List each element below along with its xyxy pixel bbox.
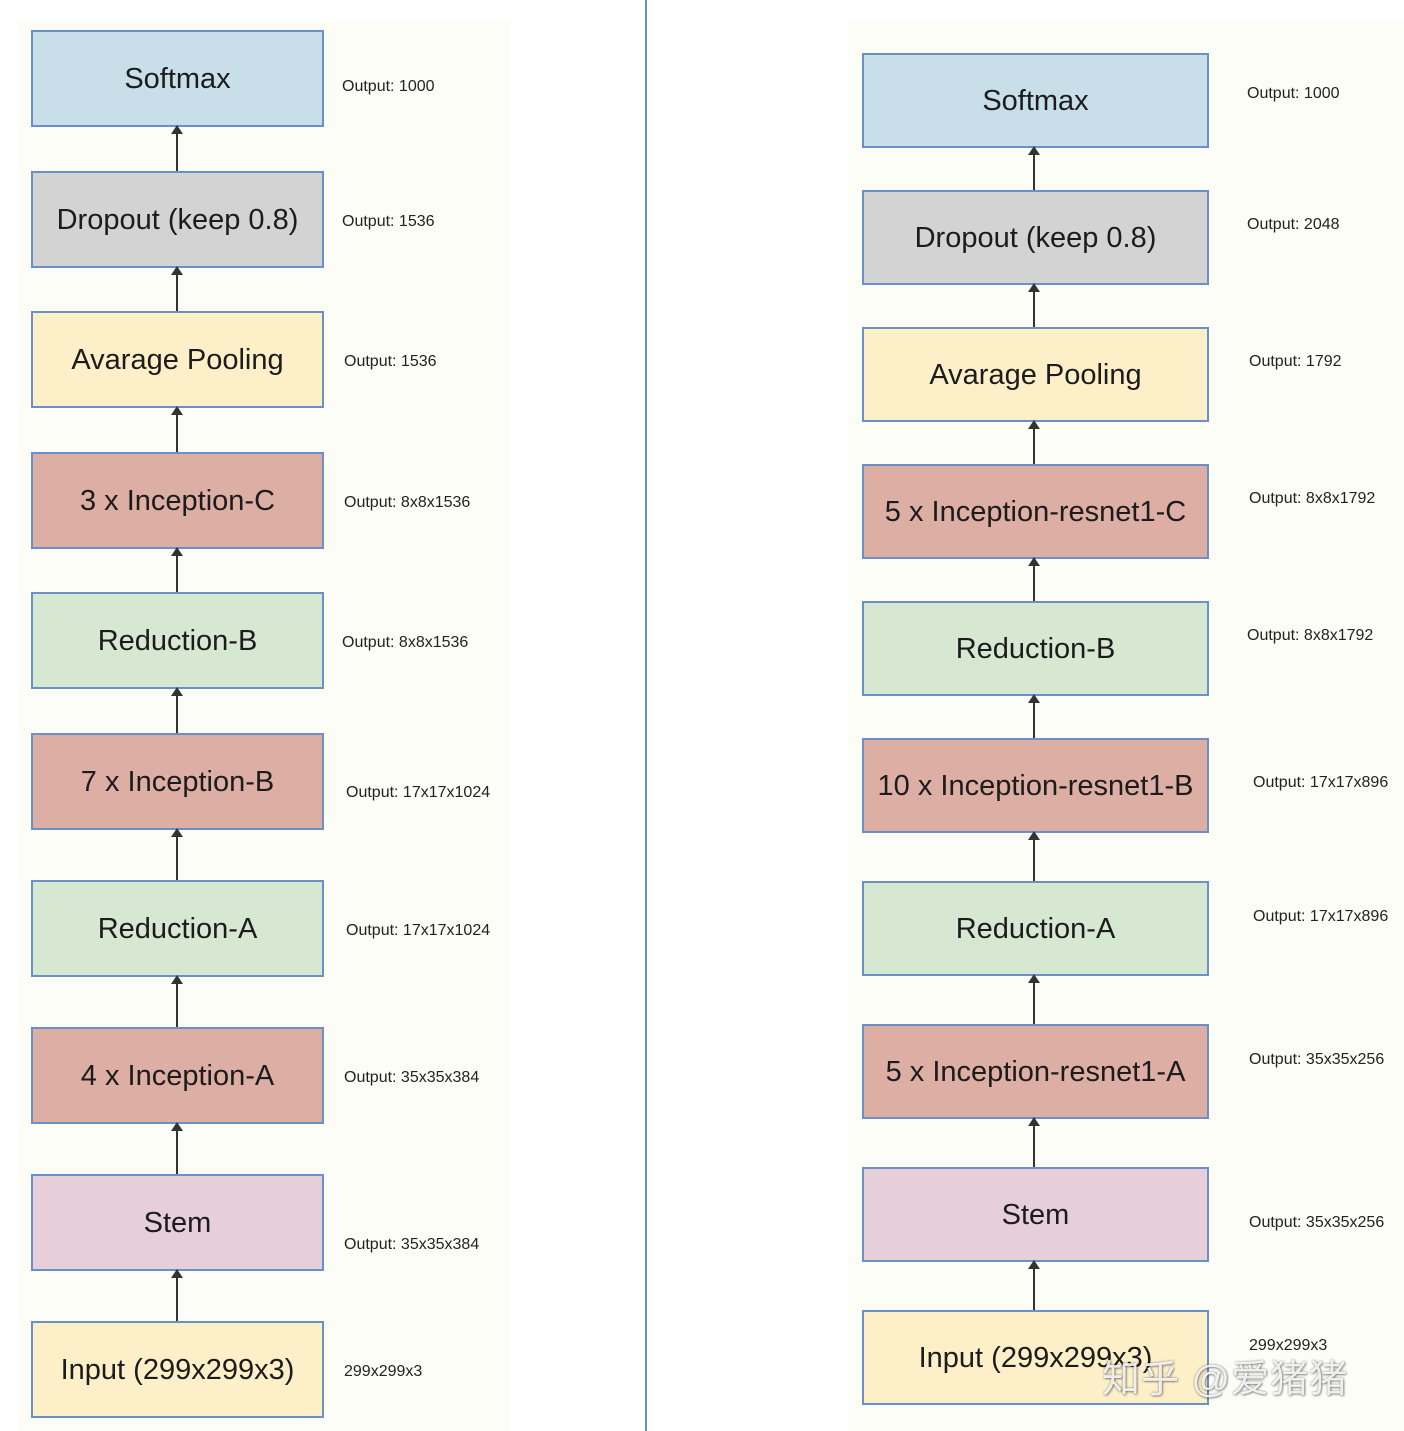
block-label: Dropout (keep 0.8) <box>914 221 1157 254</box>
block-label: 5 x Inception-resnet1-C <box>884 495 1187 528</box>
right-flow-arrow <box>1028 974 1040 1024</box>
block-label: Input (299x299x3) <box>60 1353 295 1386</box>
right-flow-arrow <box>1028 146 1040 190</box>
watermark: 知乎 @爱猪猪 <box>1102 1359 1349 1401</box>
left-output-label-3-x-inception-c: Output: 8x8x1536 <box>344 494 471 511</box>
block-label: Dropout (keep 0.8) <box>56 203 299 236</box>
right-block-5-x-inception-resnet1-c: 5 x Inception-resnet1-C <box>862 464 1209 559</box>
right-flow-arrow <box>1028 694 1040 738</box>
left-output-label-softmax: Output: 1000 <box>342 78 435 95</box>
right-block-avarage-pooling: Avarage Pooling <box>862 327 1209 422</box>
left-flow-arrow <box>171 828 183 880</box>
right-output-label-5-x-inception-resnet1-c: Output: 8x8x1792 <box>1249 490 1376 507</box>
left-flow-arrow <box>171 975 183 1027</box>
block-label: 3 x Inception-C <box>79 484 276 517</box>
left-flow-arrow <box>171 1122 183 1174</box>
right-output-label-reduction-b: Output: 8x8x1792 <box>1247 627 1374 644</box>
left-block-input-299x299x3: Input (299x299x3) <box>31 1321 324 1418</box>
block-label: 5 x Inception-resnet1-A <box>885 1055 1186 1088</box>
right-output-label-avarage-pooling: Output: 1792 <box>1249 353 1342 370</box>
right-block-input-299x299x3: Input (299x299x3) <box>862 1310 1209 1405</box>
left-flow-arrow <box>171 547 183 592</box>
right-flow-arrow <box>1028 557 1040 601</box>
left-output-label-reduction-a: Output: 17x17x1024 <box>346 922 491 939</box>
right-output-label-stem: Output: 35x35x256 <box>1249 1214 1385 1231</box>
left-output-label-reduction-b: Output: 8x8x1536 <box>342 634 469 651</box>
left-block-dropout-keep-0-8: Dropout (keep 0.8) <box>31 171 324 268</box>
block-label: 10 x Inception-resnet1-B <box>877 769 1194 802</box>
left-block-reduction-b: Reduction-B <box>31 592 324 689</box>
block-label: Reduction-B <box>97 624 258 657</box>
left-block-reduction-a: Reduction-A <box>31 880 324 977</box>
left-block-7-x-inception-b: 7 x Inception-B <box>31 733 324 830</box>
right-block-softmax: Softmax <box>862 53 1209 148</box>
block-label: 4 x Inception-A <box>80 1059 275 1092</box>
left-block-softmax: Softmax <box>31 30 324 127</box>
right-block-dropout-keep-0-8: Dropout (keep 0.8) <box>862 190 1209 285</box>
right-flow-arrow <box>1028 1260 1040 1310</box>
block-label: Input (299x299x3) <box>918 1341 1153 1374</box>
left-flow-arrow <box>171 266 183 311</box>
block-label: Reduction-A <box>955 912 1116 945</box>
left-output-label-stem: Output: 35x35x384 <box>344 1236 480 1253</box>
left-output-label-7-x-inception-b: Output: 17x17x1024 <box>346 784 491 801</box>
right-flow-arrow <box>1028 1117 1040 1167</box>
right-flow-arrow <box>1028 283 1040 327</box>
left-output-label-dropout-keep-0-8: Output: 1536 <box>342 213 435 230</box>
right-block-reduction-a: Reduction-A <box>862 881 1209 976</box>
block-label: Reduction-B <box>955 632 1116 665</box>
block-label: Reduction-A <box>97 912 258 945</box>
block-label: Softmax <box>124 62 231 95</box>
block-label: 7 x Inception-B <box>80 765 275 798</box>
left-flow-arrow <box>171 1269 183 1321</box>
block-label: Avarage Pooling <box>929 358 1142 391</box>
right-block-5-x-inception-resnet1-a: 5 x Inception-resnet1-A <box>862 1024 1209 1119</box>
right-output-label-5-x-inception-resnet1-a: Output: 35x35x256 <box>1249 1051 1385 1068</box>
right-output-label-reduction-a: Output: 17x17x896 <box>1253 908 1389 925</box>
left-output-label-4-x-inception-a: Output: 35x35x384 <box>344 1069 480 1086</box>
left-flow-arrow <box>171 125 183 171</box>
panel-divider <box>645 0 647 1431</box>
left-block-avarage-pooling: Avarage Pooling <box>31 311 324 408</box>
right-block-reduction-b: Reduction-B <box>862 601 1209 696</box>
right-output-label-dropout-keep-0-8: Output: 2048 <box>1247 216 1340 233</box>
left-output-label-input-299x299x3: 299x299x3 <box>344 1363 423 1380</box>
left-flow-arrow <box>171 406 183 452</box>
block-label: Stem <box>143 1206 212 1239</box>
left-block-stem: Stem <box>31 1174 324 1271</box>
right-flow-arrow <box>1028 831 1040 881</box>
right-flow-arrow <box>1028 420 1040 464</box>
block-label: Stem <box>1001 1198 1070 1231</box>
block-label: Softmax <box>982 84 1089 117</box>
right-block-10-x-inception-resnet1-b: 10 x Inception-resnet1-B <box>862 738 1209 833</box>
right-output-label-input-299x299x3: 299x299x3 <box>1249 1337 1328 1354</box>
right-block-stem: Stem <box>862 1167 1209 1262</box>
right-output-label-10-x-inception-resnet1-b: Output: 17x17x896 <box>1253 774 1389 791</box>
block-label: Avarage Pooling <box>71 343 284 376</box>
left-block-4-x-inception-a: 4 x Inception-A <box>31 1027 324 1124</box>
left-block-3-x-inception-c: 3 x Inception-C <box>31 452 324 549</box>
left-flow-arrow <box>171 687 183 733</box>
right-output-label-softmax: Output: 1000 <box>1247 85 1340 102</box>
left-output-label-avarage-pooling: Output: 1536 <box>344 353 437 370</box>
